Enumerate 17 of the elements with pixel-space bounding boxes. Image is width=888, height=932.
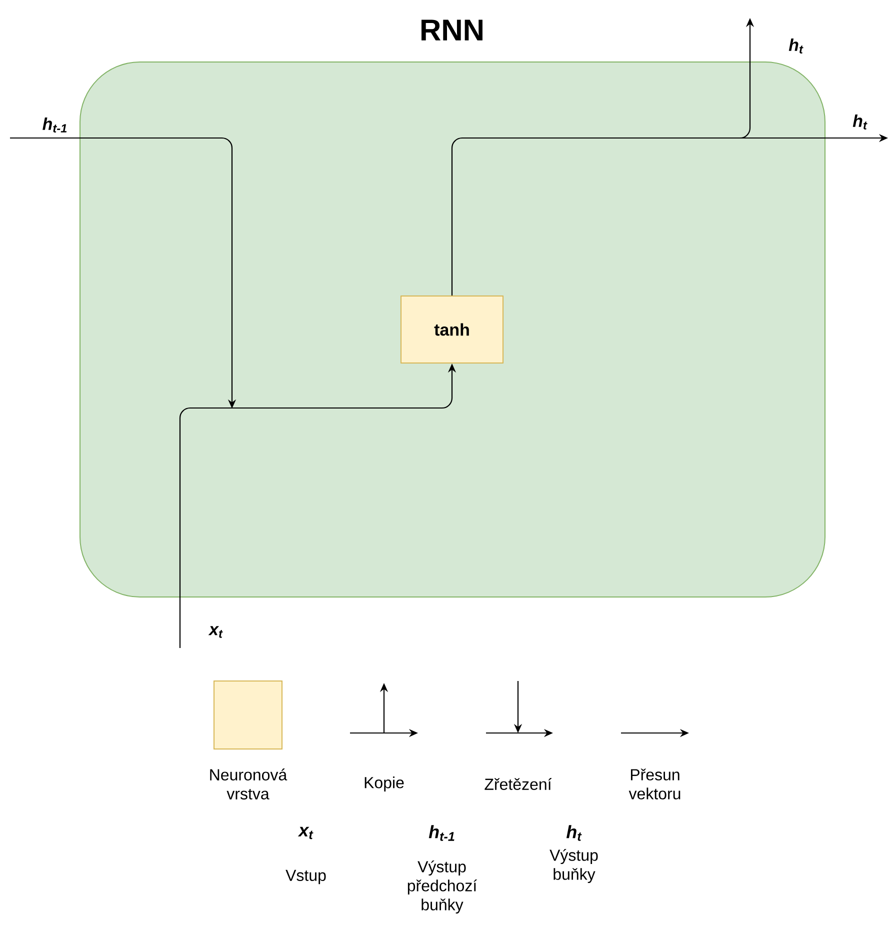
description: Vstup <box>286 870 326 884</box>
edge-label: h$_{t-1}$ <box>42 118 67 132</box>
edge-label: h$_{t}$ <box>852 114 868 130</box>
legend-text: Kopie <box>364 776 404 792</box>
edge-label: x$_{t}$ <box>208 626 223 638</box>
title: RNN <box>422 20 482 40</box>
legend-text: Zřetězení <box>484 778 552 790</box>
symbol-label: h$_{t}$ <box>566 825 582 841</box>
line <box>179 407 232 648</box>
edge-label: h$_{t}$ <box>788 38 804 54</box>
legend-text: Přesun vektoru <box>628 768 680 800</box>
symbol-label: x$_{t}$ <box>298 826 314 840</box>
description: Výstup předchozí buňky <box>408 860 478 914</box>
legend-text: Neuronová vrstva <box>210 768 288 800</box>
description: Výstup buňky <box>550 848 598 884</box>
symbol-label: h$_{t-1}$ <box>428 825 454 841</box>
layer-box: tanh <box>400 296 504 364</box>
